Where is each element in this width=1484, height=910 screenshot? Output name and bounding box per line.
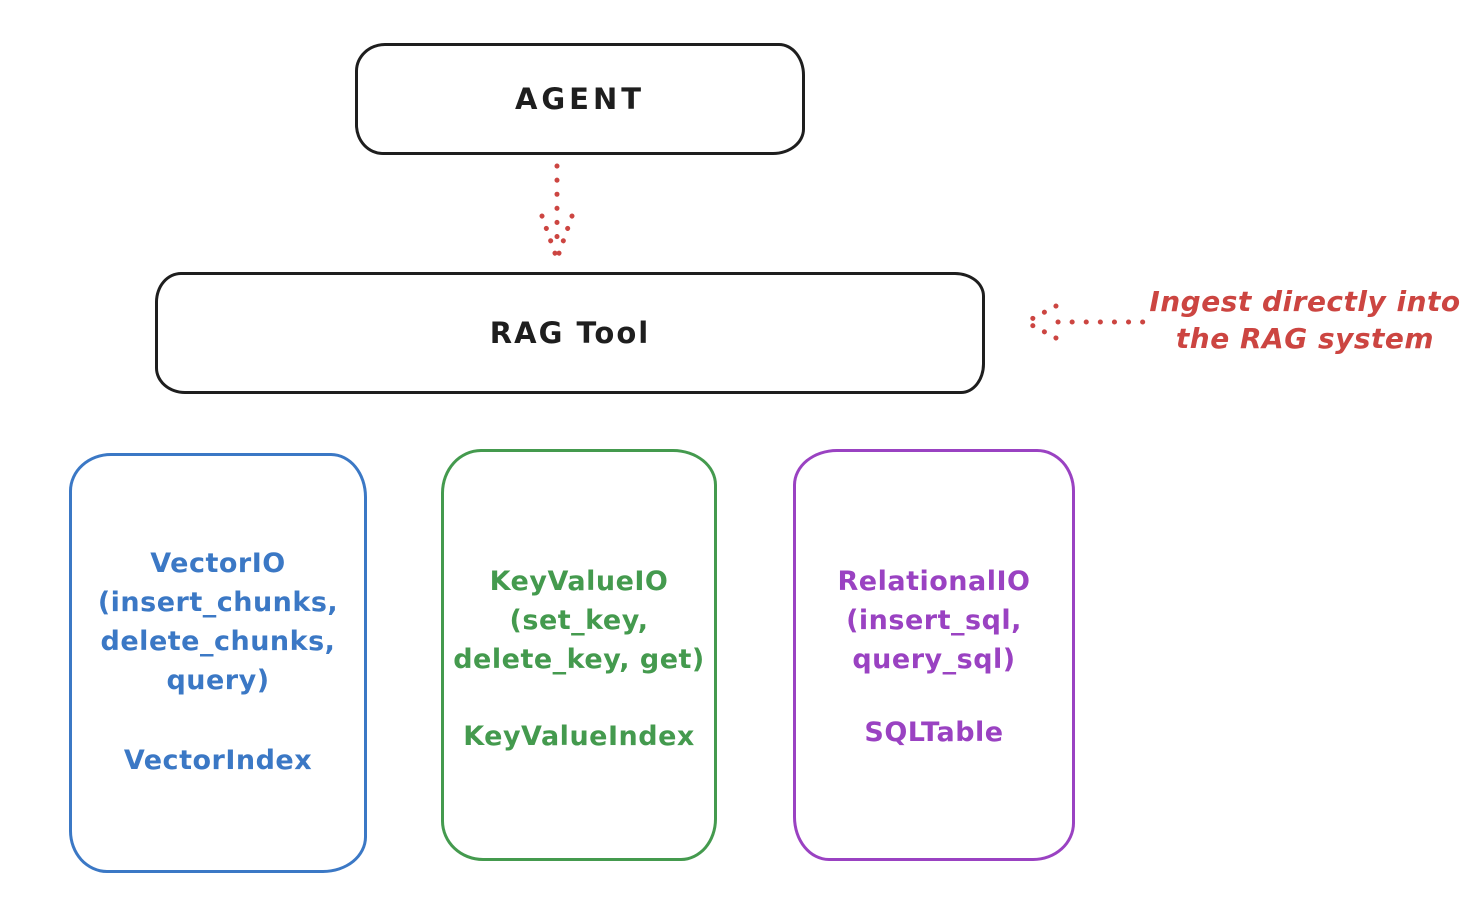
ingest-annotation: Ingest directly into the RAG system	[1140, 283, 1470, 357]
agent-label: AGENT	[514, 82, 646, 116]
store-box-vector-io: VectorIO (insert_chunks, delete_chunks,que…	[69, 453, 367, 873]
ragtool-box: RAG Tool	[155, 272, 985, 394]
store-text-line: (set_key,	[509, 605, 649, 636]
store-text-line: (insert_sql,	[846, 605, 1022, 636]
relational-io-index-label: SQLTable	[864, 717, 1004, 748]
store-box-keyvalue-io: KeyValueIO (set_key, delete_key, get) KeyV…	[441, 449, 717, 861]
agent-box: AGENT	[355, 43, 805, 155]
store-text-line: query_sql)	[852, 644, 1016, 675]
vector-io-index-label: VectorIndex	[123, 745, 313, 776]
keyvalue-io-methods: KeyValueIO (set_key, delete_key, get)	[444, 562, 714, 679]
keyvalue-io-index-label: KeyValueIndex	[463, 721, 695, 752]
store-text-line: RelationalIO	[837, 566, 1031, 597]
ingest-annotation-arrow	[1023, 303, 1147, 341]
ragtool-label: RAG Tool	[489, 316, 651, 350]
vector-io-methods: VectorIO (insert_chunks, delete_chunks,que…	[72, 544, 364, 700]
store-text-line: query)	[166, 665, 270, 696]
store-text-line: delete_key, get)	[453, 644, 705, 675]
agent-to-ragtool-arrow	[539, 163, 575, 259]
relational-io-methods: RelationalIO (insert_sql, query_sql)	[796, 562, 1072, 679]
store-text-line: delete_chunks,	[100, 626, 336, 657]
ingest-annotation-line2: the RAG system	[1175, 322, 1435, 355]
store-text-line: VectorIO	[150, 548, 286, 579]
store-box-relational-io: RelationalIO (insert_sql, query_sql) SQLTa…	[793, 449, 1075, 861]
store-text-line: (insert_chunks,	[97, 587, 339, 618]
store-text-line: KeyValueIO	[489, 566, 669, 597]
ingest-annotation-line1: Ingest directly into	[1149, 285, 1461, 318]
